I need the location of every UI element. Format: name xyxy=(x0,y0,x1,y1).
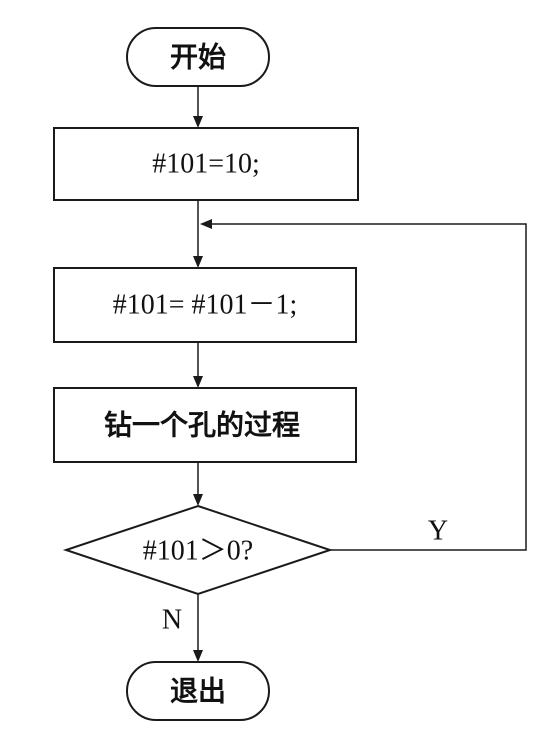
arrowhead-drill xyxy=(193,376,203,388)
init-process-box xyxy=(53,127,359,201)
init-process-label: #101=10; xyxy=(152,149,260,180)
loop-back-connector xyxy=(202,223,527,551)
exit-label: 退出 xyxy=(170,675,226,708)
branch-no-label: N xyxy=(162,605,182,636)
arrowhead-exit xyxy=(193,650,203,662)
arrowhead-loop-back xyxy=(200,219,212,229)
drill-process-box xyxy=(53,387,357,463)
decrement-process-box xyxy=(53,267,357,343)
arrowhead-decrement xyxy=(193,256,203,268)
condition-decision-label: #101＞0? xyxy=(143,536,253,567)
start-label: 开始 xyxy=(170,41,226,74)
exit-terminator xyxy=(126,661,270,721)
branch-yes-label: Y xyxy=(428,516,448,547)
arrowhead-condition xyxy=(193,494,203,506)
decrement-process-label: #101= #101－1; xyxy=(113,290,298,321)
drill-process-label: 钻一个孔的过程 xyxy=(104,409,300,442)
arrowhead-init xyxy=(193,116,203,128)
